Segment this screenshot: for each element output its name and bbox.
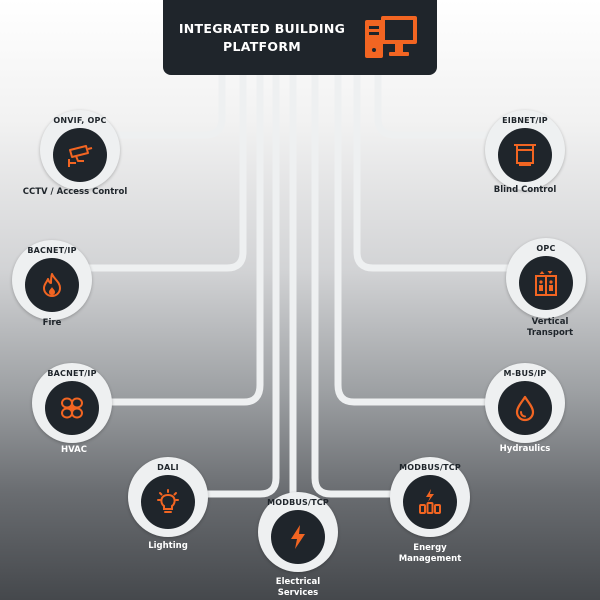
platform-header: INTEGRATED BUILDING PLATFORM (163, 0, 437, 75)
node-label-vertical-line2: Transport (526, 328, 574, 338)
flame-icon (43, 273, 61, 297)
elevator-icon (535, 271, 557, 296)
node-label-energy-line1: Energy (413, 543, 447, 553)
node-label-energy-line2: Management (398, 554, 462, 564)
node-disc (403, 475, 457, 529)
blind-icon (514, 144, 536, 166)
node-label-fire: Fire (42, 318, 62, 328)
wire-hvac (110, 70, 264, 406)
node-label-hydraulics: Hydraulics (499, 444, 551, 454)
node-label-vertical-line1: Vertical (531, 317, 569, 327)
wire-vertical (353, 70, 515, 272)
node-label-blind: Blind Control (493, 185, 557, 195)
platform-title-line1: INTEGRATED BUILDING (178, 21, 346, 36)
node-protocol: BACNET/IP (27, 246, 77, 255)
node-disc (519, 256, 573, 310)
node-label-electrical-line2: Services (277, 588, 319, 598)
node-disc (498, 381, 552, 435)
node-protocol: DALI (157, 463, 179, 472)
wire-fire (85, 70, 247, 272)
node-disc (498, 128, 552, 182)
node-protocol: EIBNET/IP (502, 116, 548, 125)
energy-meter-icon (419, 489, 441, 514)
node-label-lighting: Lighting (148, 541, 188, 551)
water-drop-icon (515, 395, 535, 422)
node-label-hvac: HVAC (61, 445, 87, 455)
cctv-camera-icon (68, 145, 93, 167)
fan-icon (61, 397, 83, 419)
wire-lighting (205, 70, 280, 498)
lightning-bolt-icon (291, 525, 305, 549)
node-protocol: M-BUS/IP (503, 369, 547, 378)
node-protocol: ONVIF, OPC (53, 116, 107, 125)
wire-cctv (110, 70, 226, 139)
light-bulb-icon (157, 489, 179, 513)
node-disc (271, 510, 325, 564)
wire-hydraulics (334, 70, 490, 406)
node-protocol: MODBUS/TCP (399, 463, 461, 472)
wire-energy (311, 70, 395, 498)
node-label-vertical: Vertical Transport (480, 317, 600, 339)
node-label-electrical-line1: Electrical (275, 577, 321, 587)
node-label-electrical: Electrical Services (228, 577, 368, 599)
node-disc (45, 381, 99, 435)
wire-blind (374, 70, 490, 139)
node-disc (25, 258, 79, 312)
desktop-computer-icon (365, 16, 417, 58)
node-disc (53, 128, 107, 182)
node-protocol: BACNET/IP (47, 369, 97, 378)
node-protocol: OPC (536, 244, 556, 253)
node-disc (141, 475, 195, 529)
node-label-energy: Energy Management (360, 543, 500, 565)
node-label-cctv: CCTV / Access Control (22, 187, 128, 197)
platform-title: INTEGRATED BUILDING PLATFORM (177, 20, 347, 56)
platform-title-line2: PLATFORM (223, 39, 301, 54)
node-protocol: MODBUS/TCP (267, 498, 329, 507)
